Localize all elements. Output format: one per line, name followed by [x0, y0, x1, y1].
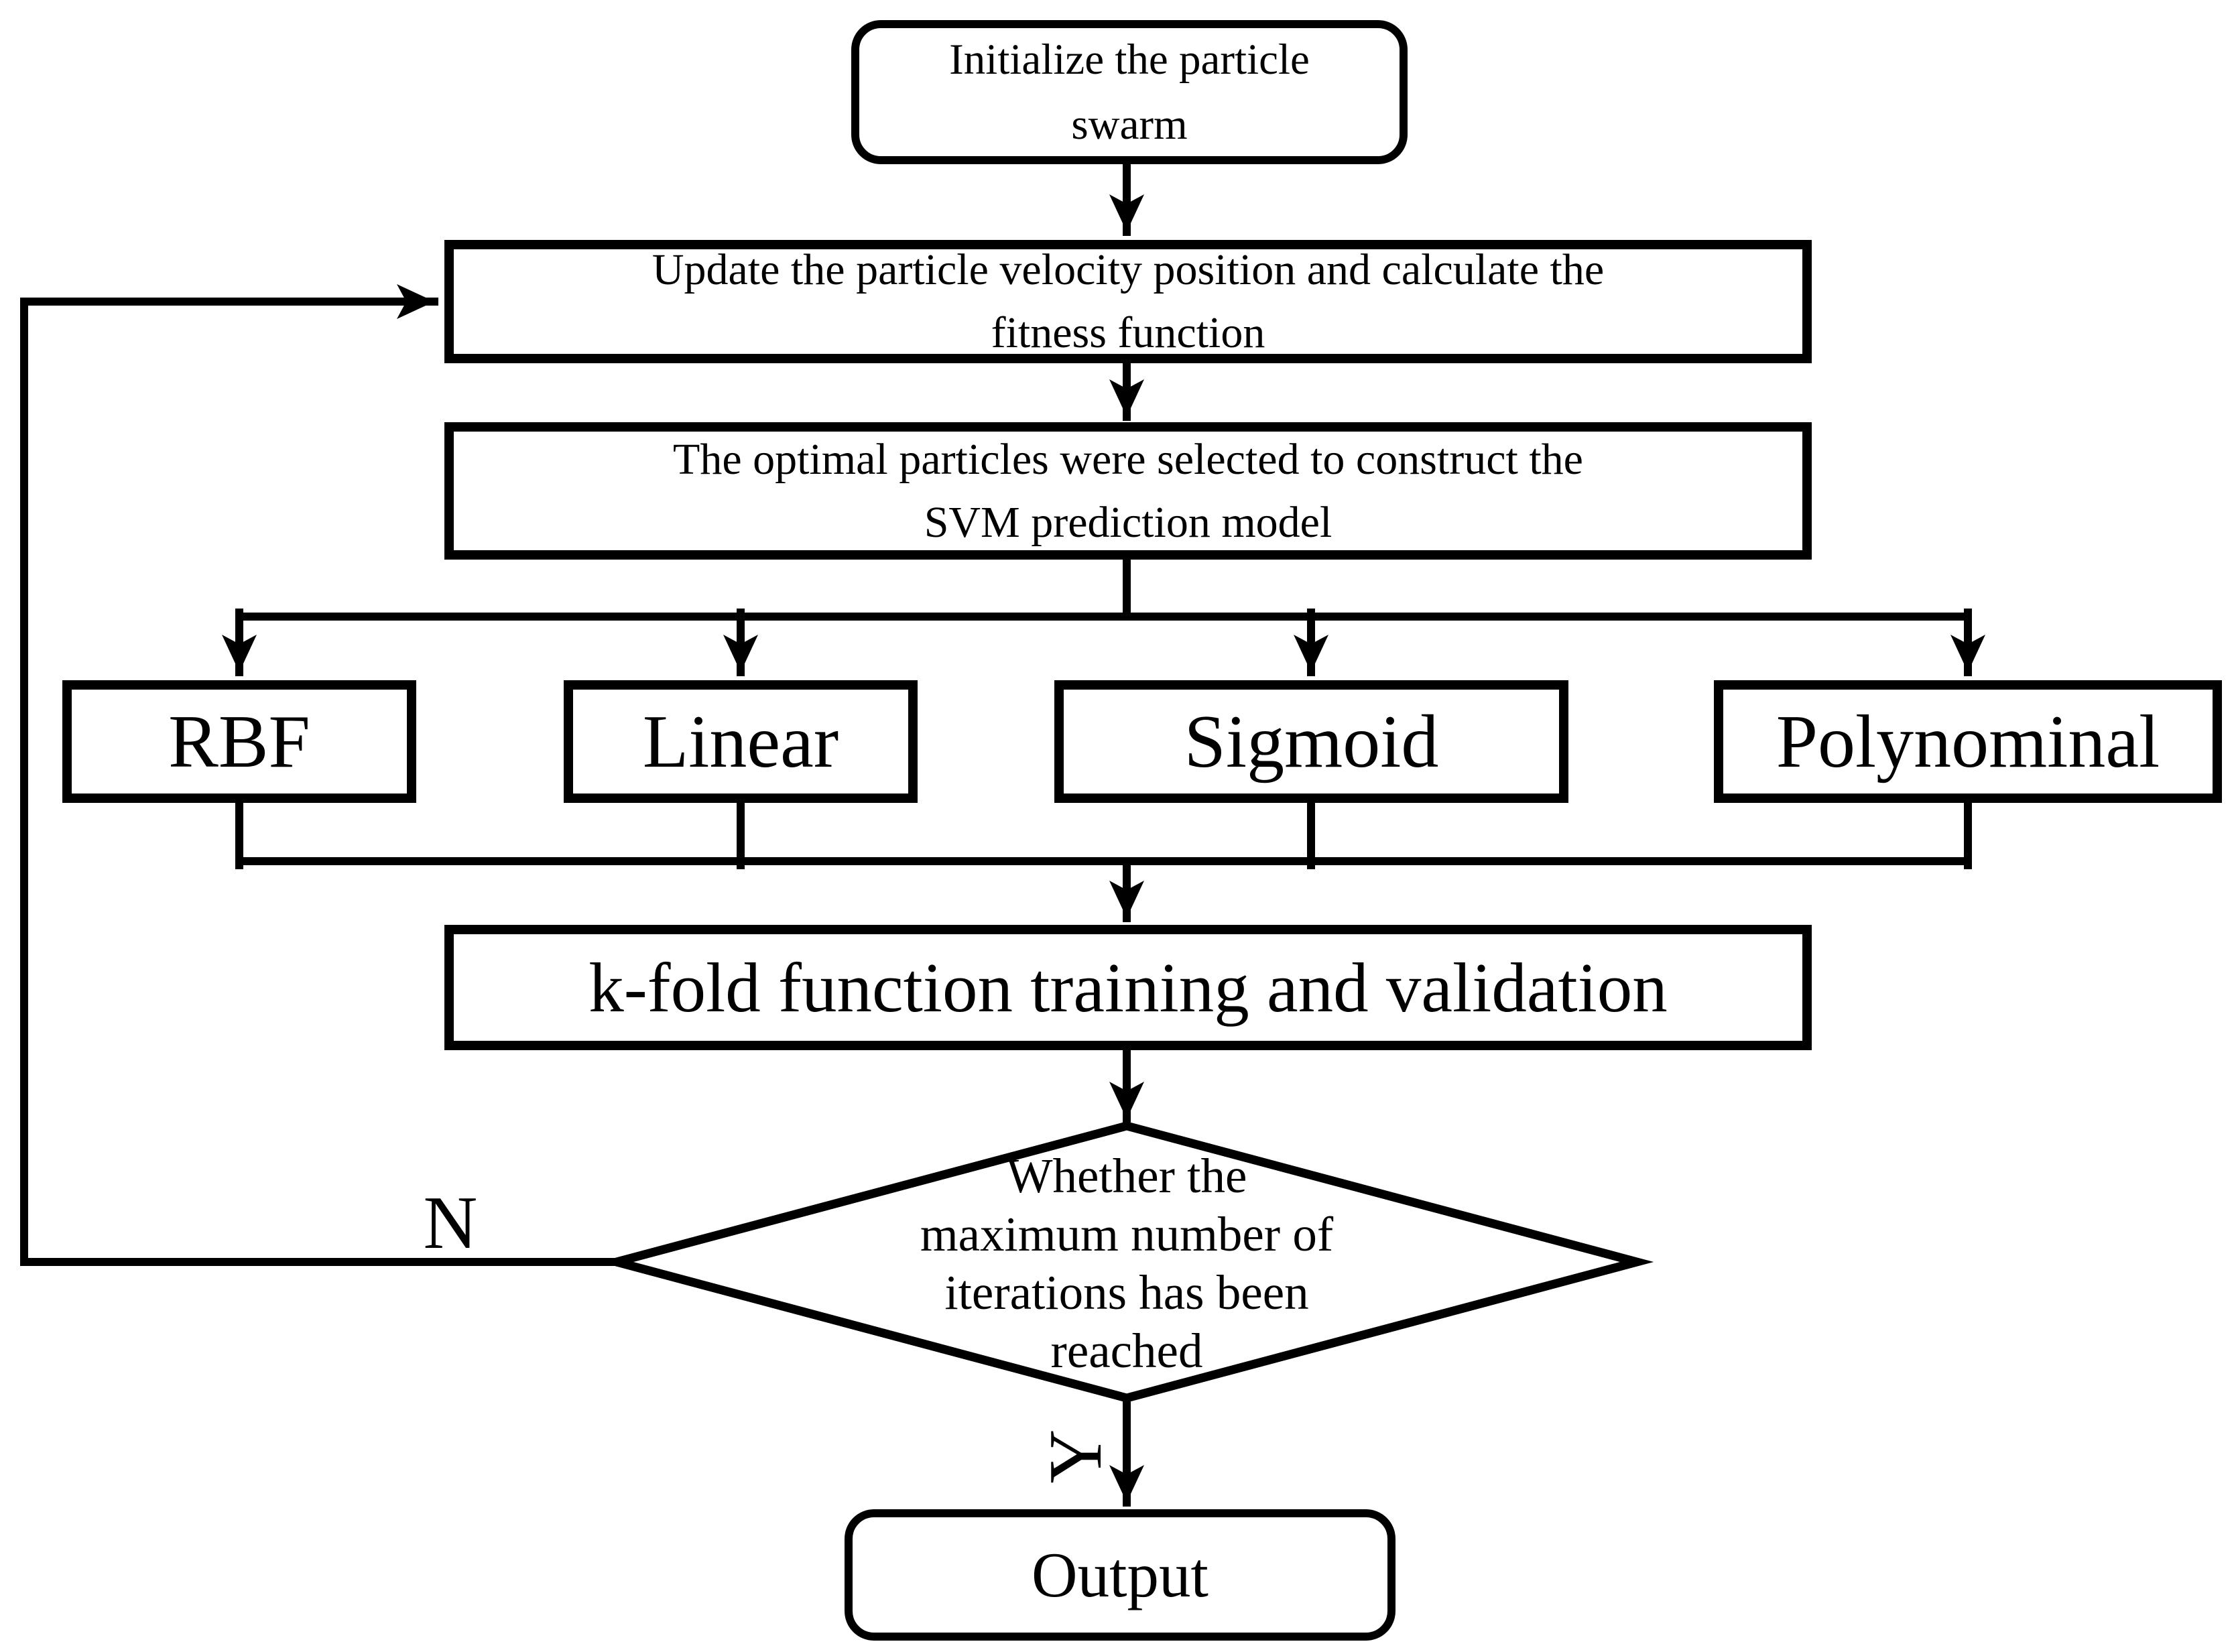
kfold-label: k-fold function training and validation — [588, 948, 1668, 1027]
kernel-sigmoid-label: Sigmoid — [1184, 700, 1439, 783]
node-select-line1: The optimal particles were selected to c… — [673, 434, 1583, 484]
node-initialize-line2: swarm — [1071, 100, 1188, 149]
node-update-line2: fitness function — [991, 308, 1265, 357]
node-update-velocity: Update the particle velocity position an… — [444, 240, 1812, 363]
decision-line3: iterations has been — [944, 1265, 1309, 1320]
label-yes-branch: Y — [1034, 1429, 1117, 1484]
decision-line4: reached — [1050, 1324, 1203, 1378]
kernel-rbf-label: RBF — [168, 700, 310, 783]
decision-diamond-shape — [599, 1121, 1654, 1403]
node-kernel-linear: Linear — [564, 680, 918, 803]
node-kernel-polynominal: Polynominal — [1714, 680, 2222, 803]
edge-no-loop — [20, 284, 624, 1266]
output-label: Output — [1032, 1539, 1208, 1610]
node-select-optimal: The optimal particles were selected to c… — [444, 422, 1812, 560]
node-select-line2: SVM prediction model — [924, 497, 1332, 547]
decision-text: Whether the maximum number of iterations… — [825, 1149, 1428, 1378]
node-initialize-swarm: Initialize the particle swarm — [851, 20, 1408, 164]
node-output: Output — [845, 1509, 1395, 1641]
label-no-branch: N — [423, 1182, 478, 1265]
node-kfold-training: k-fold function training and validation — [444, 925, 1812, 1050]
node-update-line1: Update the particle velocity position an… — [651, 245, 1605, 294]
kernel-polynominal-label: Polynominal — [1776, 700, 2160, 783]
decision-line1: Whether the — [1006, 1149, 1247, 1203]
node-kernel-rbf: RBF — [62, 680, 416, 803]
node-kernel-sigmoid: Sigmoid — [1054, 680, 1568, 803]
decision-line2: maximum number of — [920, 1207, 1334, 1261]
node-initialize-line1: Initialize the particle — [949, 35, 1310, 84]
kernel-linear-label: Linear — [642, 700, 839, 783]
